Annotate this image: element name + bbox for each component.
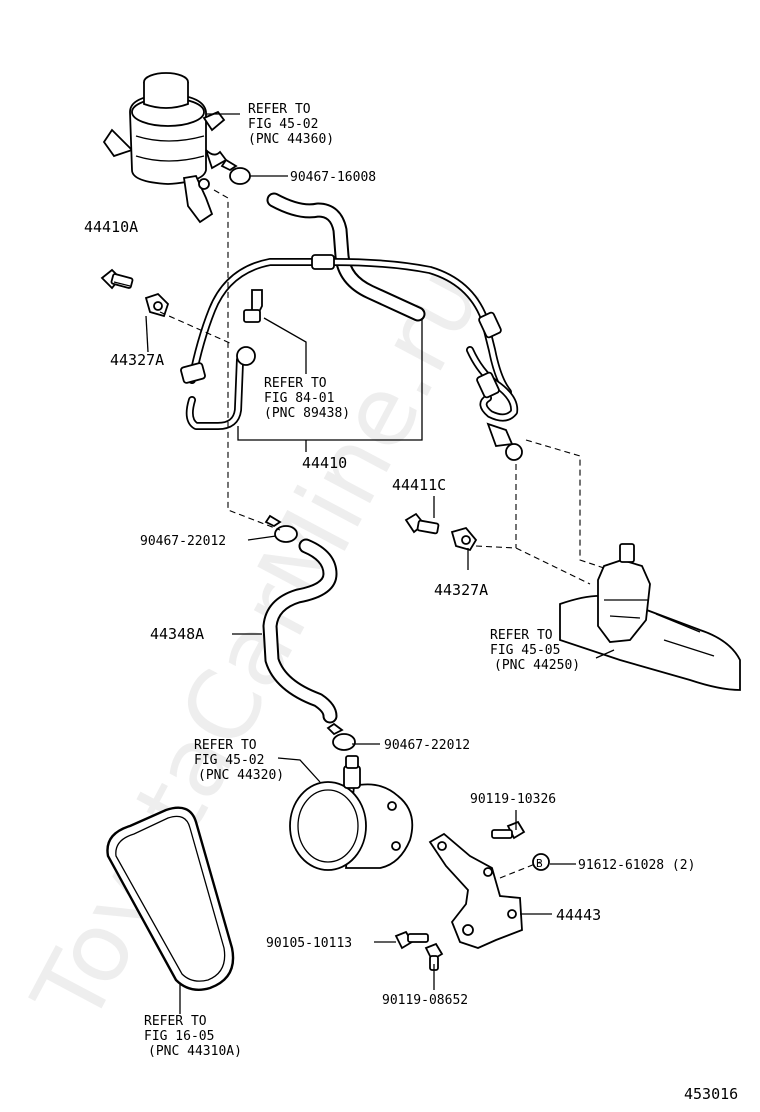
bolt-left-label: 90105-10113 [266,936,352,951]
union-bolt-c-icon [404,512,440,535]
pump-refer-line3: (PNC 44320) [198,768,284,783]
bolt-left-icon [394,930,429,950]
sensor-refer-line3: (PNC 89438) [264,406,350,421]
nut-marker-letter: B [536,857,543,870]
belt-refer-line2: FIG 16-05 [144,1029,214,1044]
clamp-mid-icon [264,514,298,543]
clamp-low-label: 90467-22012 [384,738,470,753]
gasket-a-label: 44327A [110,351,164,369]
gasket-a-icon [144,292,170,318]
v-belt-icon [106,806,235,991]
reservoir-refer-line2: FIG 45-02 [248,117,318,132]
nut-bracket-icon: B [532,853,550,871]
pump-refer-line2: FIG 45-02 [194,753,264,768]
bolt-bottom-label: 90119-08652 [382,993,468,1008]
nut-bracket-label: 91612-61028 (2) [578,858,695,873]
pump-refer-line1: REFER TO [194,738,257,753]
return-hose-label: 44348A [150,625,204,643]
clamp-top-icon [220,158,251,185]
belt-refer-line3: (PNC 44310A) [148,1044,242,1059]
figure-number: 453016 [684,1085,738,1103]
gasket-c-label: 44327A [434,581,488,599]
pump-bracket-icon [428,832,523,949]
gear-refer-line2: FIG 45-05 [490,643,560,658]
dashed-guide-lines [159,189,605,879]
union-bolt-a-label: 44410A [84,218,138,236]
reservoir-refer-line1: REFER TO [248,102,311,117]
steering-gear-icon [559,543,741,691]
gasket-c-icon [450,526,478,552]
bolt-bracket-top-icon [491,820,526,840]
pressure-tube-icon [180,254,523,461]
reservoir-refer-line3: (PNC 44360) [248,132,334,147]
clamp-top-label: 90467-16008 [290,170,376,185]
pressure-tube-label: 44410 [302,454,347,472]
bracket-label: 44443 [556,906,601,924]
union-bolt-c-label: 44411C [392,476,446,494]
clamp-mid-label: 90467-22012 [140,534,226,549]
belt-refer-line1: REFER TO [144,1014,207,1029]
watermark-text: ToyotaCarMine.ru [11,248,504,1042]
pressure-tube-bracket-line [237,318,423,441]
gear-refer-line3: (PNC 44250) [494,658,580,673]
leader-lines [145,113,615,1014]
gear-refer-line1: REFER TO [490,628,553,643]
clamp-low-icon [326,722,356,751]
return-hose-icon [262,538,338,724]
bolt-bottom-icon [424,942,444,971]
union-bolt-a-icon [100,268,134,290]
reservoir-icon [102,72,228,224]
power-steering-pump-icon [289,755,414,871]
reservoir-hose-icon [266,192,426,322]
sensor-refer-line2: FIG 84-01 [264,391,334,406]
sensor-refer-line1: REFER TO [264,376,327,391]
bolt-bracket-top-label: 90119-10326 [470,792,556,807]
